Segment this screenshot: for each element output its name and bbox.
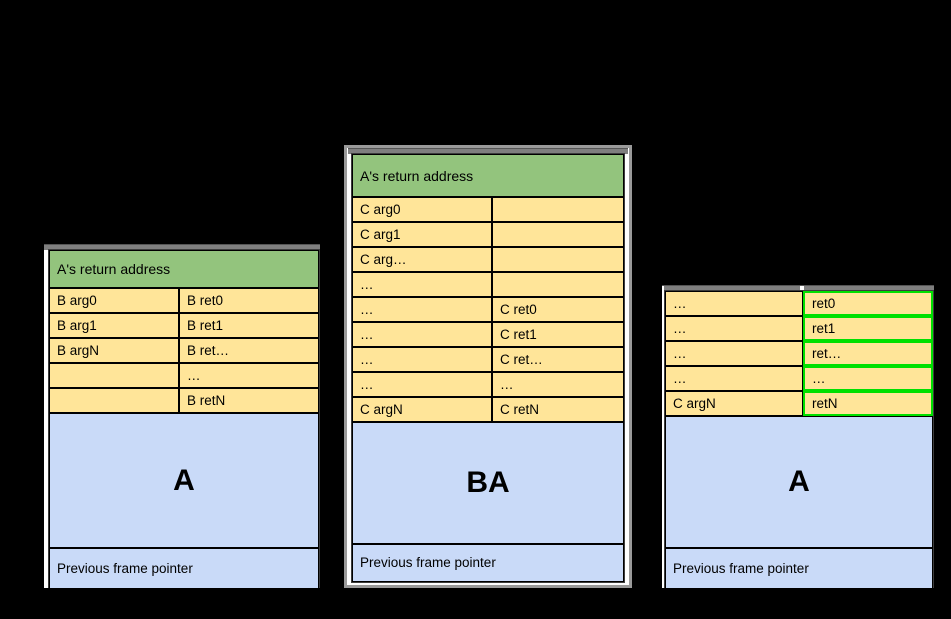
stack-top-shadow-bar-right [662,285,934,291]
ret-cell-highlighted: retN [802,391,933,416]
return-address-cell-left: A's return address [49,250,319,288]
frame-body-label: A [665,416,933,548]
arg-cell: C argN [352,397,492,422]
ret-cell-highlighted: ret0 [802,291,933,316]
stack-left: A's return address B arg0 B ret0 B arg1 … [48,249,320,589]
table-row: A [49,413,319,548]
stack-top-shadow-bar-middle [348,148,628,154]
previous-frame-pointer-cell: Previous frame pointer [665,548,933,589]
table-row: Previous frame pointer [49,548,319,589]
ret-cell [491,222,624,247]
arg-cell: C arg… [352,247,492,272]
ret-cell: C ret1 [491,322,624,347]
table-row: … C ret… [352,347,624,372]
ret-cell: B retN [179,388,319,413]
arg-cell: C arg1 [352,222,492,247]
ret-cell [491,247,624,272]
arg-cell: C arg0 [352,197,492,222]
arg-cell [49,388,180,413]
table-row: C arg0 [352,197,624,222]
arg-cell: … [665,366,803,391]
table-row: … C ret1 [352,322,624,347]
arg-cell: … [665,316,803,341]
ret-cell: … [491,372,624,397]
table-row: … [49,363,319,388]
ret-cell-highlighted: … [802,366,933,391]
table-row: … … [665,366,933,391]
ret-cell: C ret0 [491,297,624,322]
table-row: A's return address [352,154,624,197]
arg-cell: … [352,372,492,397]
table-row: Previous frame pointer [352,544,624,582]
table-row: B retN [49,388,319,413]
arg-cell: B argN [49,338,180,363]
table-row: B arg0 B ret0 [49,288,319,313]
panel-right: … ret0 … ret1 … ret… … … C argN retN A P… [662,285,934,589]
ret-cell [491,272,624,297]
ret-cell: B ret… [179,338,319,363]
table-row: … ret1 [665,316,933,341]
previous-frame-pointer-cell: Previous frame pointer [352,544,624,582]
stack-right: … ret0 … ret1 … ret… … … C argN retN A P… [664,290,934,589]
table-row: C arg… [352,247,624,272]
frame-body-label: BA [352,422,624,544]
table-row: C arg1 [352,222,624,247]
stack-top-shadow-bar-left [44,244,320,250]
ret-cell: B ret0 [179,288,319,313]
table-row: C argN C retN [352,397,624,422]
arg-cell: … [665,341,803,366]
table-row: … ret0 [665,291,933,316]
arg-cell: … [352,297,492,322]
arg-cell: … [352,272,492,297]
arg-cell: … [352,347,492,372]
return-address-cell-middle: A's return address [352,154,624,197]
arg-cell: C argN [665,391,803,416]
table-row: Previous frame pointer [665,548,933,589]
table-row: A [665,416,933,548]
panel-middle: A's return address C arg0 C arg1 C arg… … [344,145,632,588]
ret-cell: C ret… [491,347,624,372]
ret-cell: C retN [491,397,624,422]
frame-body-label: A [49,413,319,548]
table-row: B argN B ret… [49,338,319,363]
arg-cell: B arg1 [49,313,180,338]
stack-middle: A's return address C arg0 C arg1 C arg… … [351,153,625,583]
table-row: BA [352,422,624,544]
ret-cell: B ret1 [179,313,319,338]
arg-cell [49,363,180,388]
table-row: … ret… [665,341,933,366]
ret-cell-highlighted: ret… [802,341,933,366]
table-row: … [352,272,624,297]
ret-cell [491,197,624,222]
top-shadow-bar-right-segment [804,286,934,291]
ret-cell-highlighted: ret1 [802,316,933,341]
table-row: … … [352,372,624,397]
table-row: B arg1 B ret1 [49,313,319,338]
panel-left: A's return address B arg0 B ret0 B arg1 … [44,244,320,589]
arg-cell: … [665,291,803,316]
table-row: C argN retN [665,391,933,416]
top-shadow-bar-left-segment [664,286,800,291]
table-row: A's return address [49,250,319,288]
previous-frame-pointer-cell: Previous frame pointer [49,548,319,589]
ret-cell: … [179,363,319,388]
arg-cell: … [352,322,492,347]
table-row: … C ret0 [352,297,624,322]
arg-cell: B arg0 [49,288,180,313]
